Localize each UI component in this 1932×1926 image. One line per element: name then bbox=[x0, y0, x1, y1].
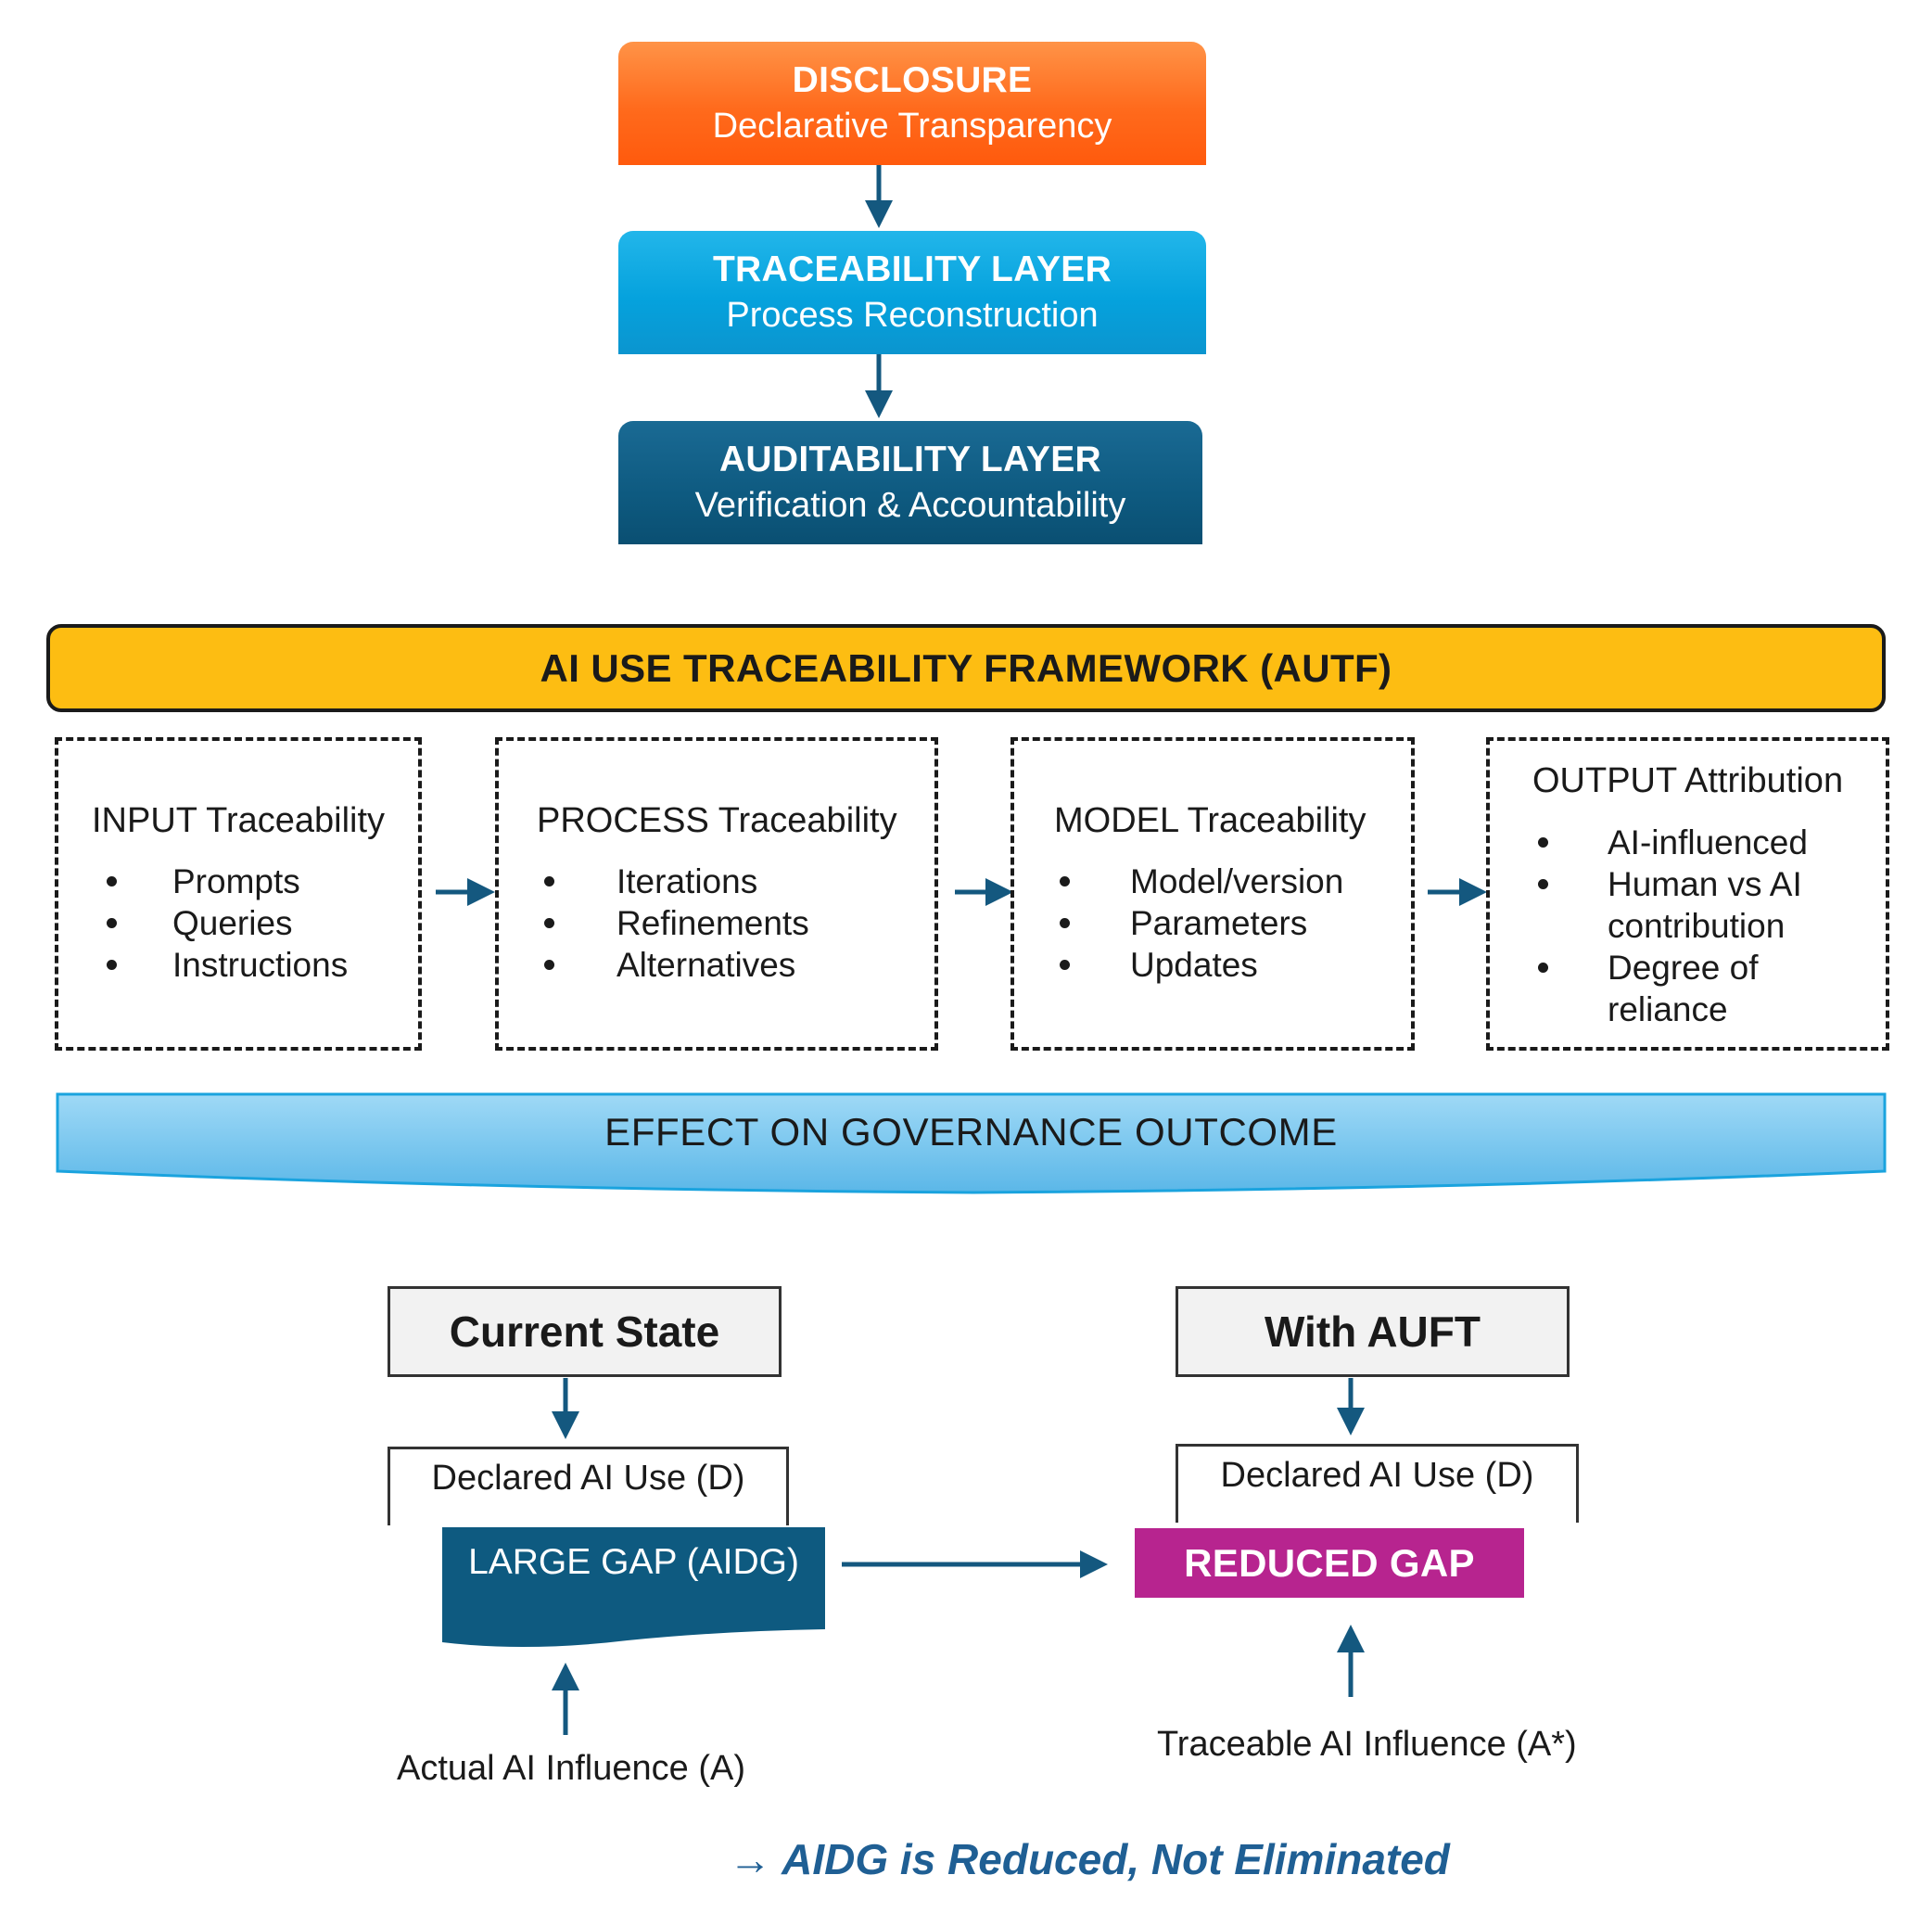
traceability-layer-title: TRACEABILITY LAYER bbox=[712, 249, 1112, 289]
current-declared-ai-use-label: Declared AI Use (D) bbox=[431, 1458, 745, 1498]
with-auft-box: With AUFT bbox=[1176, 1286, 1570, 1377]
auditability-layer-subtitle: Verification & Accountability bbox=[694, 486, 1126, 525]
list-item: Queries bbox=[107, 902, 348, 944]
framework-title: AI USE TRACEABILITY FRAMEWORK (AUTF) bbox=[540, 645, 1392, 690]
list-item: Updates bbox=[1060, 944, 1343, 986]
traceability-layer-box: TRACEABILITY LAYER Process Reconstructio… bbox=[618, 231, 1206, 354]
list-item-continuation: reliance bbox=[1608, 990, 1728, 1028]
output-attribution-title: OUTPUT Attribution bbox=[1532, 761, 1844, 800]
list-item: Human vs AI bbox=[1538, 863, 1808, 905]
model-traceability-list: Model/version Parameters Updates bbox=[1060, 861, 1343, 986]
bullet-icon bbox=[107, 876, 117, 886]
conclusion-text: → AIDG is Reduced, Not Eliminated bbox=[729, 1835, 1450, 1883]
bullet-icon bbox=[1538, 879, 1548, 889]
traceable-ai-influence-label: Traceable AI Influence (A*) bbox=[1157, 1725, 1577, 1764]
process-traceability-title: PROCESS Traceability bbox=[537, 801, 897, 840]
traceability-layer-subtitle: Process Reconstruction bbox=[726, 296, 1099, 335]
with-auft-title: With AUFT bbox=[1265, 1307, 1481, 1356]
bullet-icon bbox=[544, 876, 554, 886]
list-item: Degree of bbox=[1538, 947, 1808, 989]
reduced-gap-label: REDUCED GAP bbox=[1184, 1540, 1475, 1585]
with-declared-ai-use-label: Declared AI Use (D) bbox=[1220, 1455, 1534, 1495]
bullet-icon bbox=[1060, 876, 1070, 886]
list-item: AI-influenced bbox=[1538, 822, 1808, 863]
large-gap-shape bbox=[442, 1527, 825, 1648]
list-item: Iterations bbox=[544, 861, 809, 902]
process-traceability-box: PROCESS Traceability Iterations Refineme… bbox=[495, 737, 938, 1051]
input-traceability-box: INPUT Traceability Prompts Queries Instr… bbox=[55, 737, 422, 1051]
actual-ai-influence-label: Actual AI Influence (A) bbox=[397, 1749, 745, 1788]
current-state-title: Current State bbox=[449, 1307, 720, 1356]
model-traceability-box: MODEL Traceability Model/version Paramet… bbox=[1010, 737, 1415, 1051]
output-attribution-list: AI-influenced Human vs AI contribution D… bbox=[1538, 822, 1808, 1030]
framework-banner: AI USE TRACEABILITY FRAMEWORK (AUTF) bbox=[46, 624, 1886, 712]
bullet-icon bbox=[1060, 918, 1070, 928]
list-item: Parameters bbox=[1060, 902, 1343, 944]
bullet-icon bbox=[544, 918, 554, 928]
output-attribution-box: OUTPUT Attribution AI-influenced Human v… bbox=[1486, 737, 1889, 1051]
auditability-layer-title: AUDITABILITY LAYER bbox=[718, 440, 1102, 479]
model-traceability-title: MODEL Traceability bbox=[1054, 801, 1366, 840]
with-declared-ai-use-box: Declared AI Use (D) bbox=[1176, 1444, 1579, 1523]
bullet-icon bbox=[107, 960, 117, 970]
list-item: Prompts bbox=[107, 861, 348, 902]
process-traceability-list: Iterations Refinements Alternatives bbox=[544, 861, 809, 986]
bullet-icon bbox=[1538, 837, 1548, 848]
list-item: Instructions bbox=[107, 944, 348, 986]
input-traceability-title: INPUT Traceability bbox=[92, 801, 386, 840]
disclosure-box: DISCLOSURE Declarative Transparency bbox=[618, 42, 1206, 165]
large-gap-box: LARGE GAP (AIDG) bbox=[442, 1527, 825, 1652]
bullet-icon bbox=[544, 960, 554, 970]
reduced-gap-box: REDUCED GAP bbox=[1135, 1528, 1524, 1598]
governance-banner-shape bbox=[56, 1092, 1887, 1194]
disclosure-title: DISCLOSURE bbox=[792, 60, 1033, 100]
current-declared-ai-use-box: Declared AI Use (D) bbox=[388, 1447, 789, 1525]
disclosure-subtitle: Declarative Transparency bbox=[712, 107, 1112, 146]
bullet-icon bbox=[107, 918, 117, 928]
list-item: Alternatives bbox=[544, 944, 809, 986]
list-item: Model/version bbox=[1060, 861, 1343, 902]
list-item: Refinements bbox=[544, 902, 809, 944]
bullet-icon bbox=[1538, 963, 1548, 973]
current-state-box: Current State bbox=[388, 1286, 782, 1377]
input-traceability-list: Prompts Queries Instructions bbox=[107, 861, 348, 986]
auditability-layer-box: AUDITABILITY LAYER Verification & Accoun… bbox=[618, 421, 1202, 544]
governance-banner: EFFECT ON GOVERNANCE OUTCOME bbox=[56, 1092, 1887, 1194]
list-item-continuation: contribution bbox=[1608, 907, 1786, 945]
governance-title: EFFECT ON GOVERNANCE OUTCOME bbox=[604, 1110, 1338, 1154]
bullet-icon bbox=[1060, 960, 1070, 970]
large-gap-label: LARGE GAP (AIDG) bbox=[468, 1542, 799, 1582]
